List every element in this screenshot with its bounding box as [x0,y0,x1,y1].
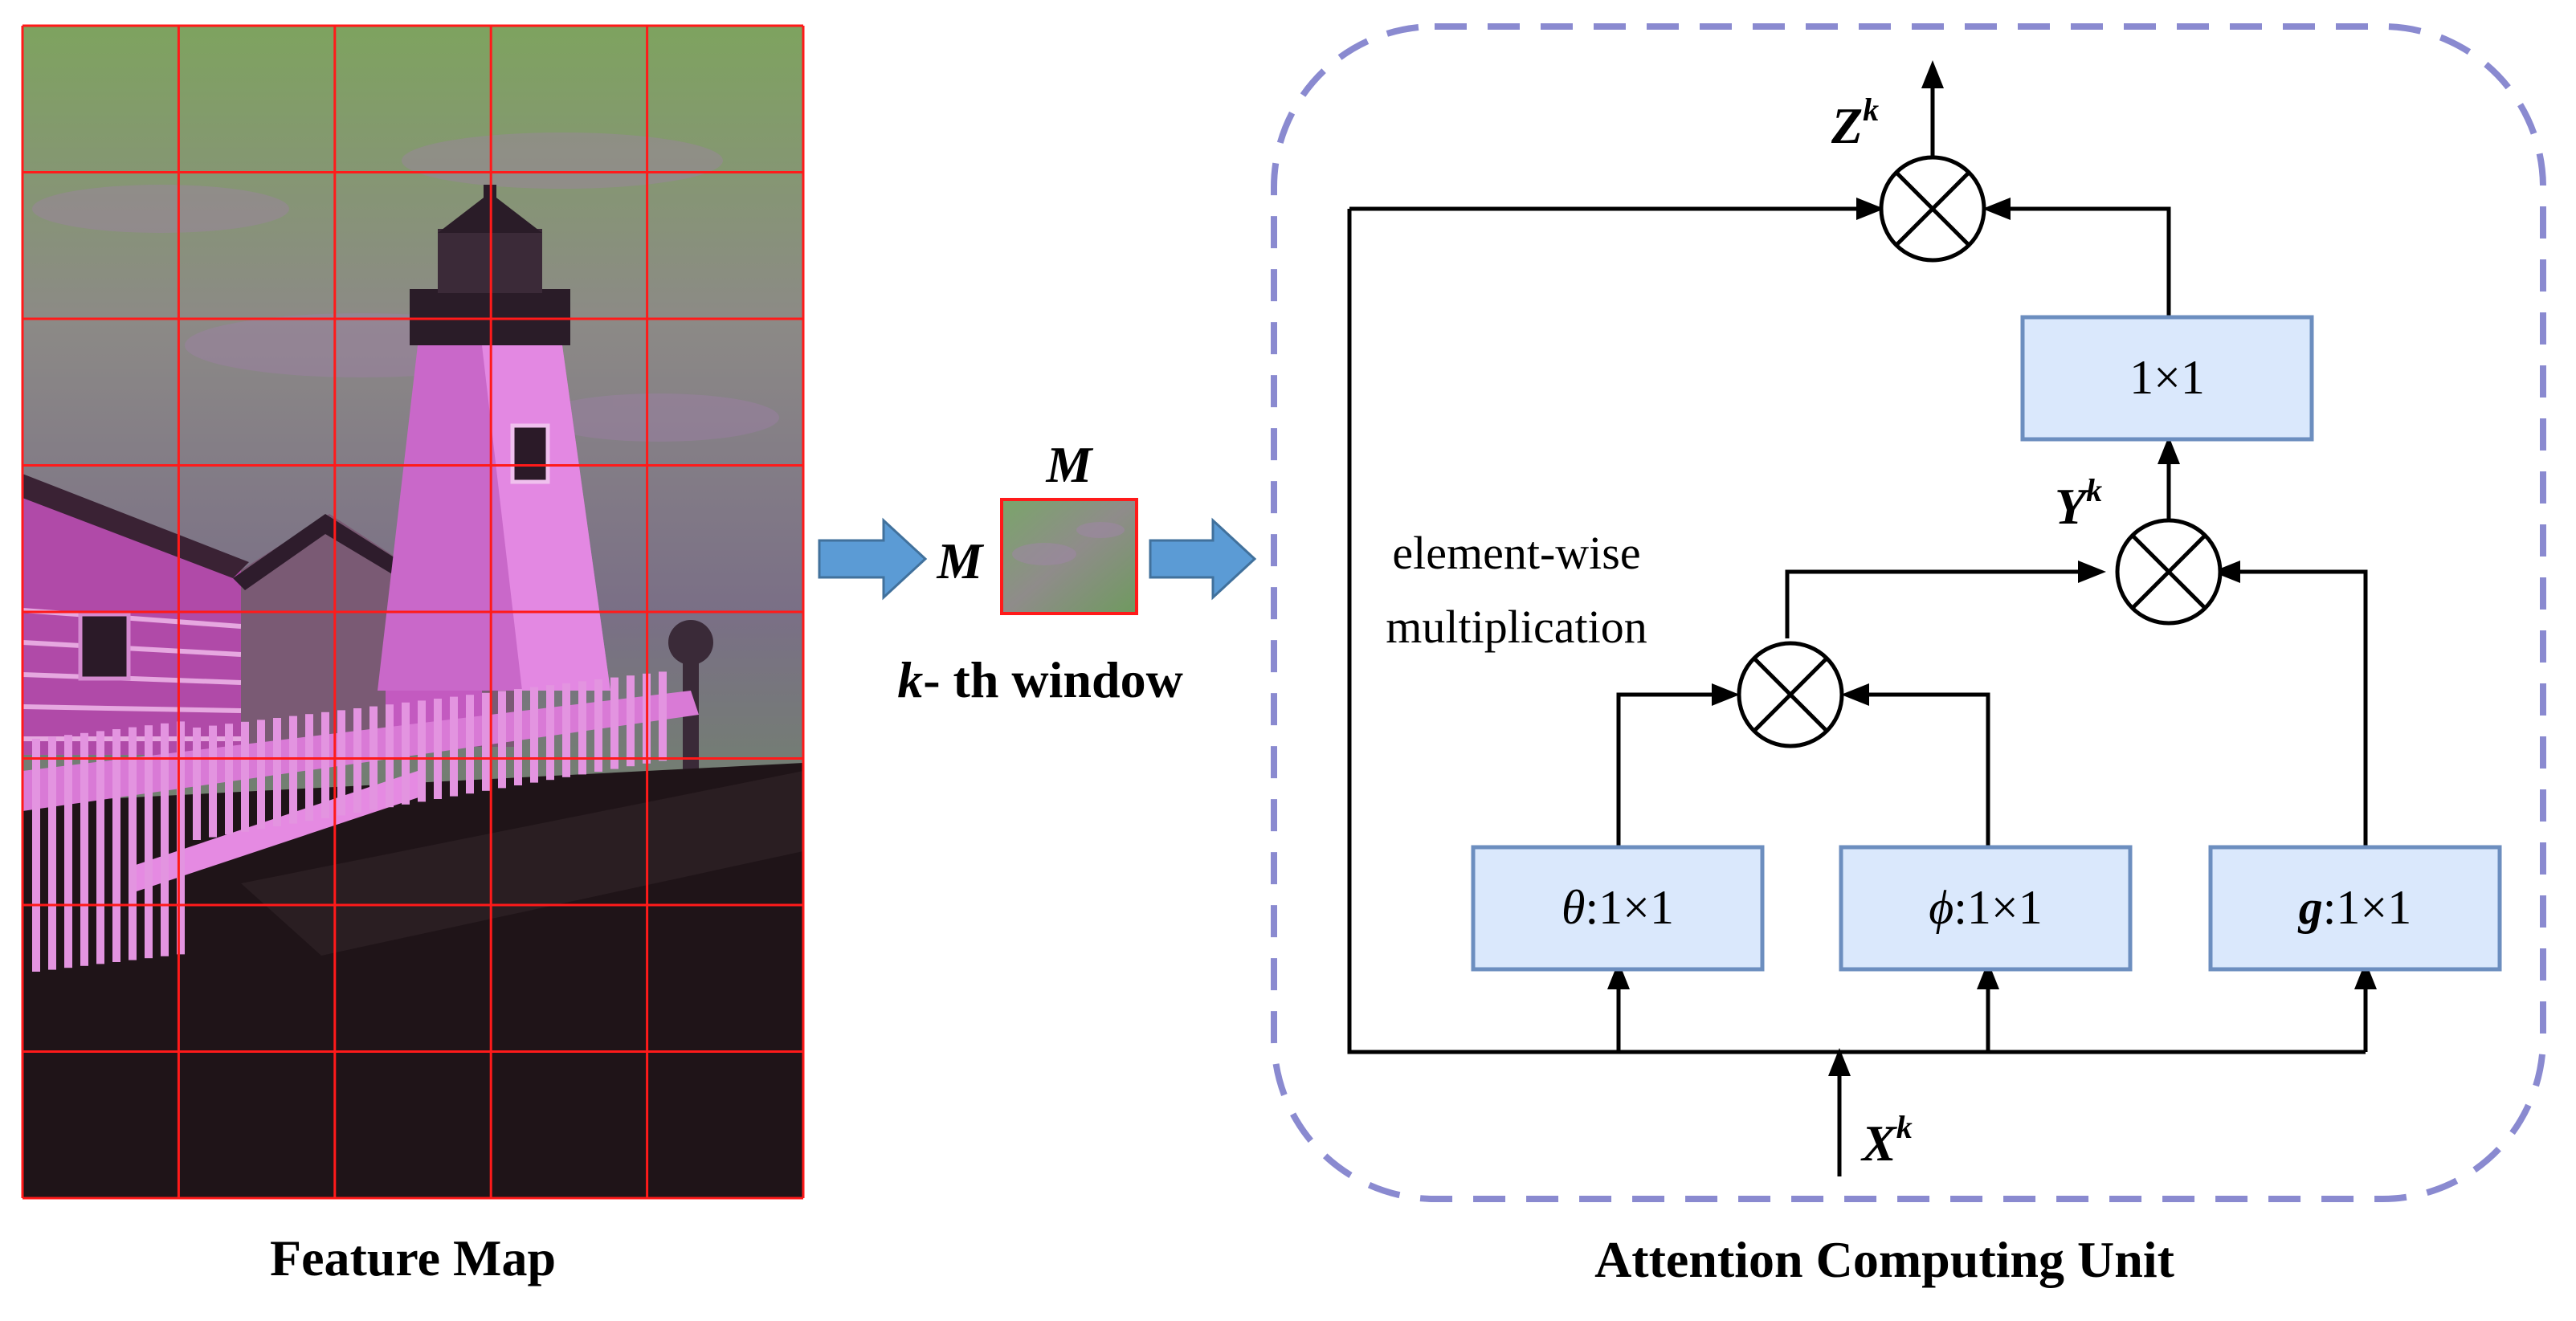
attention-unit-caption: Attention Computing Unit [1594,1231,2175,1288]
fence-picket [546,685,554,781]
feature-map-image [21,24,805,1200]
fence-picket [64,735,72,968]
theta-conv-box: θ:1×1 [1471,845,1765,972]
fence-picket [530,687,538,783]
label-y-k: Yk [2055,472,2102,535]
connector-lines [1347,80,2368,1176]
arrowheads [1607,60,2377,1076]
fence-picket [594,679,602,772]
fence-picket [257,720,265,830]
fence-picket [225,724,233,835]
multiply-node-1 [1737,641,1844,748]
label-z-k: Zk [1831,92,1879,154]
feature-map-caption: Feature Map [270,1229,556,1286]
fence-picket [386,704,394,808]
arrow-right-1 [818,517,928,601]
fence-picket [418,700,426,802]
fence-picket [353,708,361,813]
fence-picket [177,721,185,955]
g-conv-box: g:1×1 [2208,845,2502,972]
svg-text:θ:1×1: θ:1×1 [1562,881,1674,934]
fence-picket [96,731,104,964]
fence-picket [450,696,458,797]
fence-picket [305,714,313,822]
fence-picket [193,728,201,840]
fence-picket [466,695,474,794]
annotation-line-1: element-wise [1392,527,1640,579]
window-patch [1000,498,1138,615]
fence-picket [498,691,506,789]
arrow-right-2 [1149,517,1257,601]
fence-picket [578,681,586,775]
multiply-node-z [1879,155,1986,263]
output-conv-box: 1×1 [2020,315,2314,442]
fence-picket [337,710,345,816]
fence-picket [209,725,217,838]
fence-picket [289,716,297,824]
window-dim-top: M [1046,436,1094,493]
fence-picket [112,729,120,962]
fence-picket [402,702,410,805]
svg-text:1×1: 1×1 [2129,351,2205,404]
annotation-line-2: multiplication [1386,601,1647,653]
fence-picket [129,727,137,960]
window-caption: k- th window [897,651,1183,708]
multiply-node-y [2115,518,2223,626]
label-x-k: Xk [1860,1109,1913,1172]
phi-conv-box: ϕ:1×1 [1839,845,2133,972]
fence-picket [48,736,56,970]
fence-picket [562,683,570,777]
fence-picket [482,692,490,791]
fence-picket [514,689,522,785]
svg-text:ϕ:1×1: ϕ:1×1 [1929,881,2043,934]
fence-picket [273,718,281,826]
fence-picket [321,711,329,818]
attention-unit-border [1271,23,2546,1202]
fence-picket [241,721,249,832]
fence-picket [659,671,667,761]
fence-picket [32,739,40,972]
svg-text:g:1×1: g:1×1 [2297,881,2412,934]
fence-picket [80,732,88,966]
fence-picket [627,675,635,767]
fence-picket [610,677,618,769]
fence-picket [434,699,442,799]
fence-picket [145,725,153,959]
fence-picket [161,723,169,956]
window-dim-left: M [937,532,985,589]
